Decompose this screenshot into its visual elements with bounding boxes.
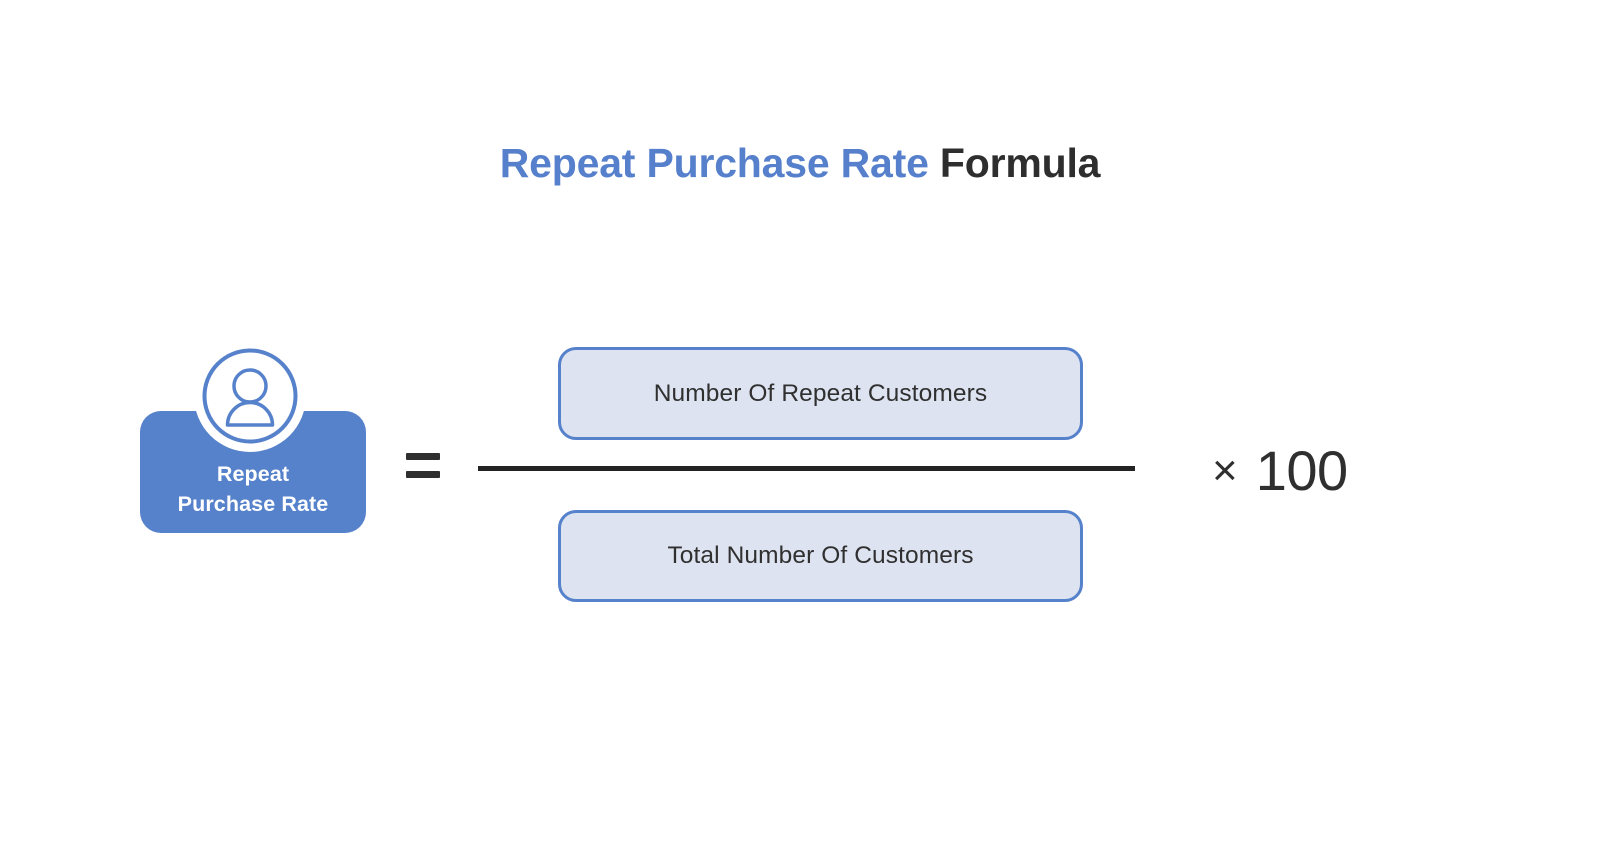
metric-badge-label-line1: Repeat	[216, 462, 290, 486]
metric-badge-label-line2: Purchase Rate	[177, 492, 329, 516]
multiplier-group: × 100	[1212, 440, 1348, 502]
user-avatar-icon	[201, 347, 299, 445]
numerator-label: Number Of Repeat Customers	[653, 379, 988, 407]
page-title: Repeat Purchase Rate Formula	[0, 135, 1600, 191]
formula-fraction: Number Of Repeat Customers Total Number …	[478, 347, 1135, 603]
fraction-bar	[478, 466, 1135, 471]
numerator-box: Number Of Repeat Customers	[558, 347, 1083, 440]
page-title-plain: Formula	[928, 140, 1101, 186]
page-title-accent: Repeat Purchase Rate	[499, 140, 929, 186]
equals-sign-bar-top	[406, 453, 440, 460]
equals-sign-bar-bottom	[406, 471, 440, 478]
multiply-icon: ×	[1212, 446, 1238, 495]
equals-sign	[406, 453, 440, 485]
metric-badge-label: Repeat Purchase Rate	[140, 459, 366, 519]
denominator-box: Total Number Of Customers	[558, 510, 1083, 602]
multiplier-value: 100	[1255, 439, 1348, 502]
denominator-label: Total Number Of Customers	[667, 542, 974, 569]
